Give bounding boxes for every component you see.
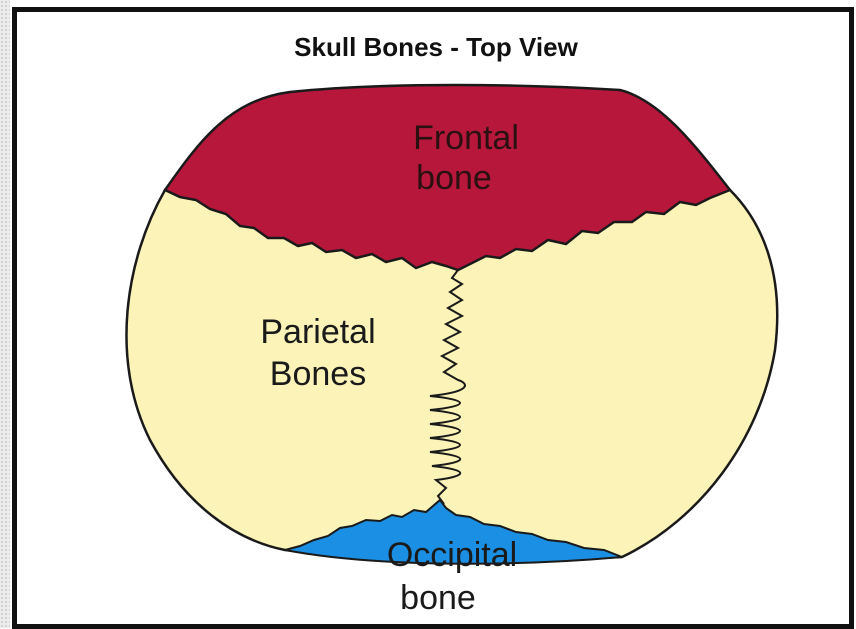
diagram-title: Skull Bones - Top View (294, 32, 578, 62)
parietal-label-line1: Parietal (260, 313, 375, 351)
frontal-label-line2: bone (416, 159, 492, 197)
parietal-label-line2: Bones (270, 355, 366, 393)
occipital-label-line1: Occipital (387, 536, 517, 574)
frontal-label-line1: Frontal (413, 119, 519, 157)
occipital-label-line2: bone (400, 579, 476, 617)
